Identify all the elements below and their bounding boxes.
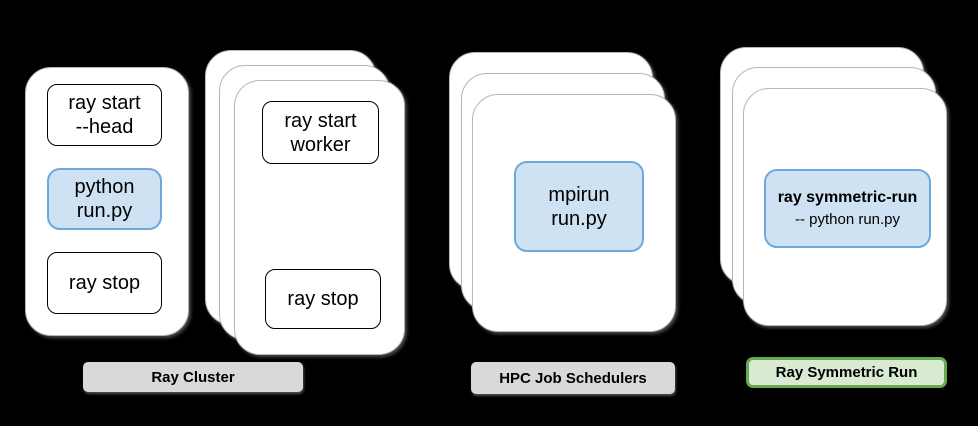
worker-node-card: ray start worker ray stop <box>234 80 405 355</box>
hpc-node-card: mpirun run.py <box>472 94 676 332</box>
cmd-ray-stop-worker: ray stop <box>265 269 381 329</box>
cmd-ray-start-worker: ray start worker <box>262 101 379 164</box>
hpc-job-schedulers-label: HPC Job Schedulers <box>471 362 675 394</box>
cmd-ray-stop-head: ray stop <box>47 252 162 314</box>
ray-cluster-label: Ray Cluster <box>83 362 303 392</box>
cmd-python-run: python run.py <box>47 168 162 230</box>
ray-symmetric-run-label: Ray Symmetric Run <box>746 357 947 388</box>
cmd-mpirun: mpirun run.py <box>514 161 644 252</box>
head-node-card: ray start --head python run.py ray stop <box>25 67 189 336</box>
symmetric-node-card: ray symmetric-run -- python run.py <box>743 88 947 326</box>
cmd-ray-symmetric-run: ray symmetric-run -- python run.py <box>764 169 931 248</box>
cmd-ray-symmetric-run-line1: ray symmetric-run <box>777 189 918 206</box>
cmd-ray-start-head: ray start --head <box>47 84 162 146</box>
cmd-ray-symmetric-run-line2: -- python run.py <box>794 211 901 228</box>
